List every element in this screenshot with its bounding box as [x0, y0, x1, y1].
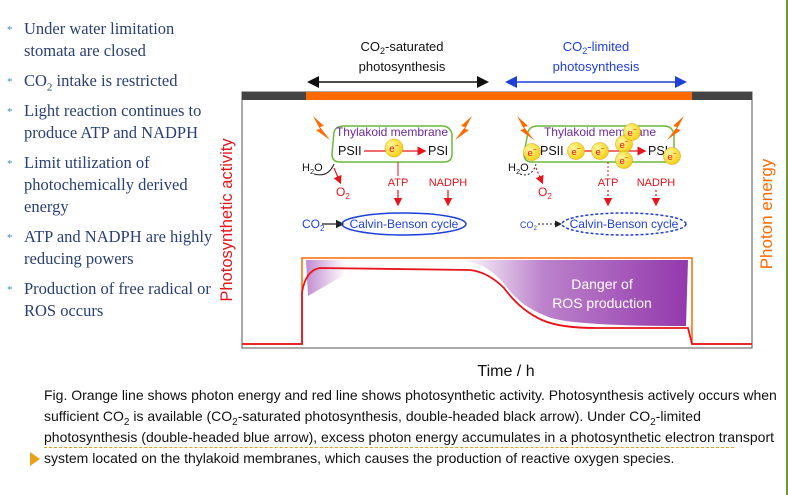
y-axis-right-label: Photon energy — [757, 158, 776, 269]
left-thylakoid-panel: Thylakoid membrane PSII PSI e− H2O O2 AT… — [302, 116, 472, 236]
bullet-item: * Light reaction continues to produce ATP… — [4, 100, 216, 144]
activity-plot: Danger of ROS production — [242, 257, 752, 345]
light-bolt-icon — [667, 116, 684, 140]
accumulated-electrons — [523, 123, 681, 169]
nadph-label: NADPH — [429, 177, 468, 189]
caption-text: -saturated photosynthesis, double-headed… — [237, 408, 651, 424]
atp-label: ATP — [388, 177, 409, 189]
bullet-text: Light reaction continues to produce ATP … — [24, 101, 202, 142]
o2-arrow — [535, 167, 544, 185]
thylakoid-membrane-label: Thylakoid membrane — [336, 125, 448, 139]
bullet-text: Production of free radical or ROS occurs — [24, 279, 211, 320]
bullet-text: Under water limitation stomata are close… — [24, 19, 175, 60]
caption-divider — [44, 447, 734, 448]
danger-label-1: Danger of — [571, 276, 633, 292]
electron-icon — [663, 147, 681, 165]
bullet-list: * Under water limitation stomata are clos… — [4, 18, 216, 330]
bullet-marker: * — [7, 76, 13, 88]
psii-label: PSII — [338, 144, 362, 158]
electron-icon — [567, 142, 585, 160]
co2-saturated-label-2: photosynthesis — [359, 59, 446, 74]
h2o-label: H2O — [508, 162, 529, 176]
h2o-label: H2O — [302, 162, 323, 176]
psii-label: PSII — [540, 144, 564, 158]
atp-label: ATP — [598, 177, 619, 189]
bullet-text: Limit utilization of photochemically der… — [24, 153, 188, 216]
electron-label: e− — [619, 139, 628, 151]
caption-subscript: 2 — [232, 416, 238, 428]
figure-caption: Fig. Orange line shows photon energy and… — [44, 385, 779, 469]
co2-saturated-label: CO2-saturated — [360, 39, 443, 56]
y-axis-left-label: Photosynthetic activity — [218, 138, 236, 302]
co2-limited-label: CO2-limited — [563, 39, 629, 56]
startup-glow — [306, 260, 346, 296]
electron-label: e− — [527, 147, 536, 159]
bullet-marker: * — [7, 158, 13, 170]
play-triangle-icon — [30, 452, 40, 466]
caption-text: is available (CO — [129, 408, 233, 424]
o2-arrow — [333, 167, 342, 185]
electron-icon — [615, 151, 633, 169]
water-split-arrow — [313, 163, 335, 176]
caption-subscript: 2 — [123, 416, 130, 428]
electron-label: e− — [571, 146, 580, 158]
o2-label: O2 — [538, 185, 552, 201]
co2-input-label: CO2 — [520, 220, 538, 232]
bullet-item: * Limit utilization of photochemically de… — [4, 152, 216, 218]
electron-label: e− — [595, 146, 604, 158]
dark-period-bar-right — [692, 92, 752, 100]
caption-text: Fig. Orange line shows photon energy and… — [44, 387, 777, 424]
psi-label: PSI — [648, 144, 668, 158]
photosynthesis-diagram: CO2-saturated photosynthesis CO2-limited… — [218, 39, 776, 380]
bullet-item: * ATP and NADPH are highly reducing power… — [4, 226, 216, 270]
nadph-label: NADPH — [637, 177, 676, 189]
right-thylakoid-panel: Thylakoid membrane PSII PSI e− e− e− e− … — [508, 116, 687, 236]
electron-label: e− — [627, 127, 636, 139]
caption-subscript: 2 — [650, 416, 656, 428]
electron-icon — [384, 138, 404, 158]
light-bolt-icon — [517, 116, 534, 140]
psi-label: PSI — [428, 144, 448, 158]
co2-limited-label-2: photosynthesis — [553, 59, 640, 74]
o2-label: O2 — [336, 185, 350, 201]
electron-label: e− — [619, 155, 628, 167]
electron-label: e− — [667, 151, 676, 163]
caption-text: -limited photosynthesis (double-headed b… — [44, 408, 774, 466]
co2-input-label: CO2 — [302, 217, 325, 233]
electron-icon — [591, 142, 609, 160]
bullet-item: * CO2 intake is restricted — [4, 70, 216, 94]
bullet-text: ATP and NADPH are highly reducing powers — [24, 227, 213, 268]
bullet-marker: * — [7, 24, 13, 36]
electron-icon — [523, 143, 541, 161]
bullet-item: * Under water limitation stomata are clos… — [4, 18, 216, 62]
calvin-cycle-label: Calvin-Benson cycle — [570, 217, 679, 231]
bullet-marker: * — [7, 106, 13, 118]
calvin-cycle-ellipse — [561, 212, 687, 236]
danger-label-2: ROS production — [552, 295, 652, 311]
ros-danger-region — [466, 260, 688, 326]
light-bolt-icon — [313, 116, 330, 140]
x-axis-label: Time / h — [477, 363, 534, 380]
photosynthetic-activity-line — [242, 267, 752, 345]
electron-icon — [623, 123, 641, 141]
left-membrane-outline — [331, 125, 453, 163]
water-split-arrow — [519, 163, 537, 176]
bullet-marker: * — [7, 284, 13, 296]
light-bolt-icon — [455, 116, 472, 140]
bullet-text: intake is restricted — [52, 71, 178, 90]
dark-period-bar-left — [242, 92, 306, 100]
photon-energy-bar — [306, 92, 692, 100]
bullet-text-co2: CO — [24, 71, 47, 90]
bullet-item: * Production of free radical or ROS occur… — [4, 278, 216, 322]
electron-label: e− — [389, 143, 399, 155]
bullet-subscript: 2 — [46, 81, 53, 94]
calvin-cycle-ellipse — [341, 212, 467, 236]
bullet-marker: * — [7, 232, 13, 244]
calvin-cycle-label: Calvin-Benson cycle — [350, 217, 459, 231]
electron-labels: e− e− e− e− e− e− e− — [527, 127, 676, 167]
